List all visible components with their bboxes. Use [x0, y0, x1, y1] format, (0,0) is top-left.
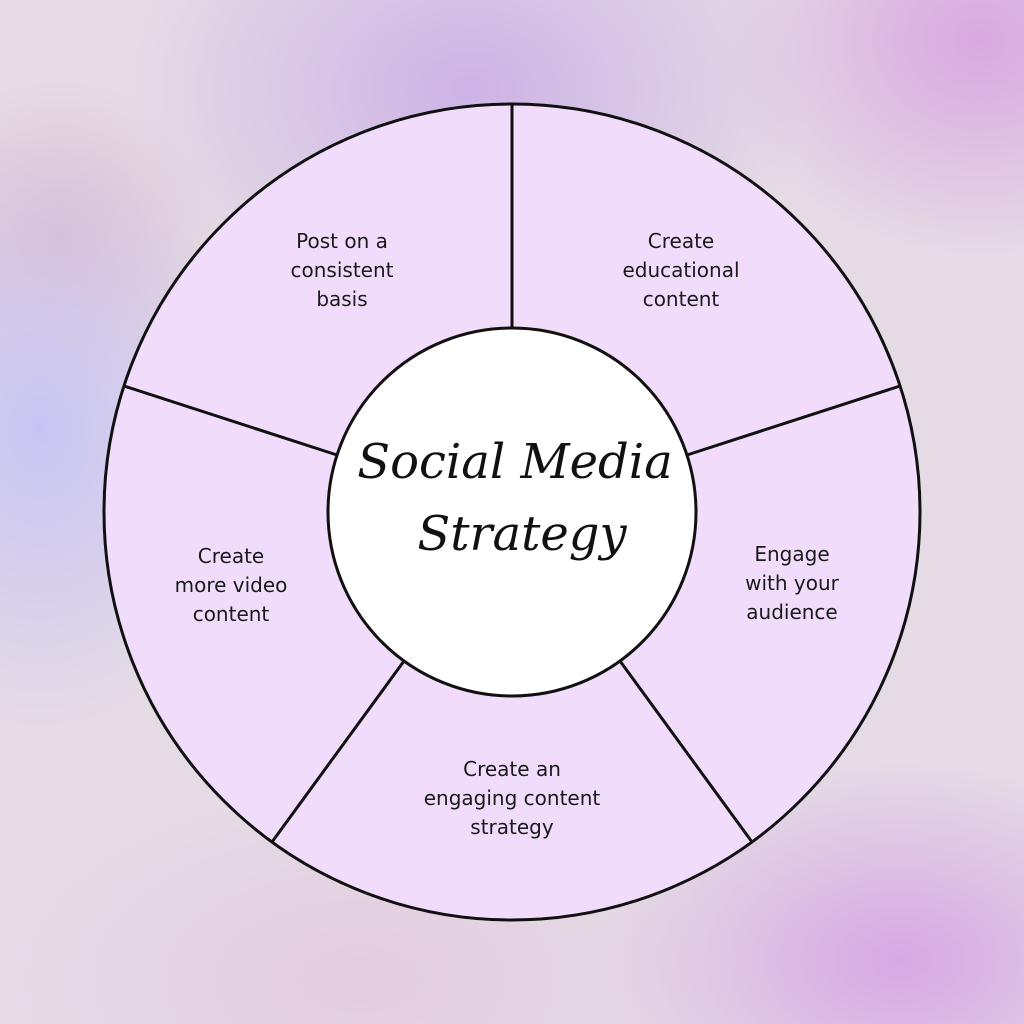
svg-text:engaging content: engaging content [424, 786, 601, 810]
svg-text:Post on a: Post on a [296, 229, 388, 253]
segment-video-content: Create more video content [175, 544, 288, 626]
segment-post-consistent: Post on a consistent basis [291, 229, 394, 311]
title-line-2: Strategy [417, 506, 627, 562]
svg-text:Create: Create [198, 544, 264, 568]
svg-text:Create: Create [648, 229, 714, 253]
segment-content-strategy: Create an engaging content strategy [424, 757, 601, 839]
segment-educational-content: Create educational content [622, 229, 739, 311]
svg-text:content: content [193, 602, 270, 626]
svg-text:educational: educational [622, 258, 739, 282]
center-circle [326, 326, 698, 698]
svg-text:strategy: strategy [470, 815, 554, 839]
svg-text:consistent: consistent [291, 258, 394, 282]
svg-text:audience: audience [746, 600, 837, 624]
segment-engage-audience: Engage with your audience [745, 542, 840, 624]
svg-text:Engage: Engage [754, 542, 829, 566]
svg-text:with your: with your [745, 571, 840, 595]
title-line-1: Social Media [357, 434, 673, 490]
svg-text:basis: basis [316, 287, 367, 311]
svg-text:Create an: Create an [463, 757, 561, 781]
svg-text:content: content [643, 287, 720, 311]
svg-text:more video: more video [175, 573, 288, 597]
segment-dividers [123, 104, 901, 843]
